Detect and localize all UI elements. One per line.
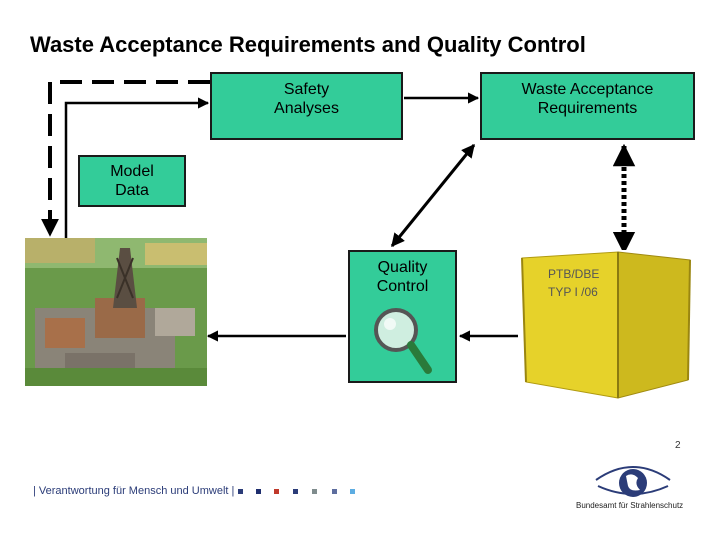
- footer-tagline: | Verantwortung für Mensch und Umwelt |: [33, 485, 235, 497]
- magnifier-icon: [373, 308, 432, 374]
- waste-acceptance-requirements-box: Waste Acceptance Requirements: [480, 72, 695, 140]
- bfs-logo-label: Bundesamt für Strahlenschutz: [576, 501, 684, 510]
- war-label-2: Requirements: [537, 100, 638, 117]
- safety-analyses-label-2: Analyses: [274, 100, 339, 117]
- war-qc-double-arrow: [390, 143, 476, 248]
- quality-control-label-1: Quality: [377, 259, 428, 276]
- mine-site-photo: [25, 238, 207, 386]
- safety-analyses-label-1: Safety: [283, 81, 330, 98]
- model-data-arrow: [64, 97, 210, 238]
- footer-dot: [256, 489, 261, 494]
- model-data-label-2: Data: [115, 182, 149, 199]
- war-label-1: Waste Acceptance: [521, 81, 654, 98]
- footer-dot: [312, 489, 317, 494]
- safety-analyses-box: Safety Analyses: [210, 72, 403, 140]
- bfs-logo-icon: [595, 466, 671, 497]
- footer-dot: [274, 489, 279, 494]
- dashed-feedback-arrow: [41, 80, 210, 237]
- container-label-1: PTB/DBE: [548, 267, 599, 281]
- model-data-label-1: Model: [110, 163, 154, 180]
- waste-container-photo: PTB/DBE TYP I /06: [518, 250, 696, 400]
- quality-control-box: Quality Control: [348, 250, 457, 383]
- container-label-2: TYP I /06: [548, 285, 598, 299]
- quality-control-label-2: Control: [376, 278, 429, 295]
- slide-title: Waste Acceptance Requirements and Qualit…: [30, 32, 586, 57]
- footer-dot: [238, 489, 243, 494]
- footer-dot: [332, 489, 337, 494]
- page-number: 2: [675, 440, 681, 451]
- model-data-box: Model Data: [78, 155, 186, 207]
- footer-dot: [350, 489, 355, 494]
- footer-dot: [293, 489, 298, 494]
